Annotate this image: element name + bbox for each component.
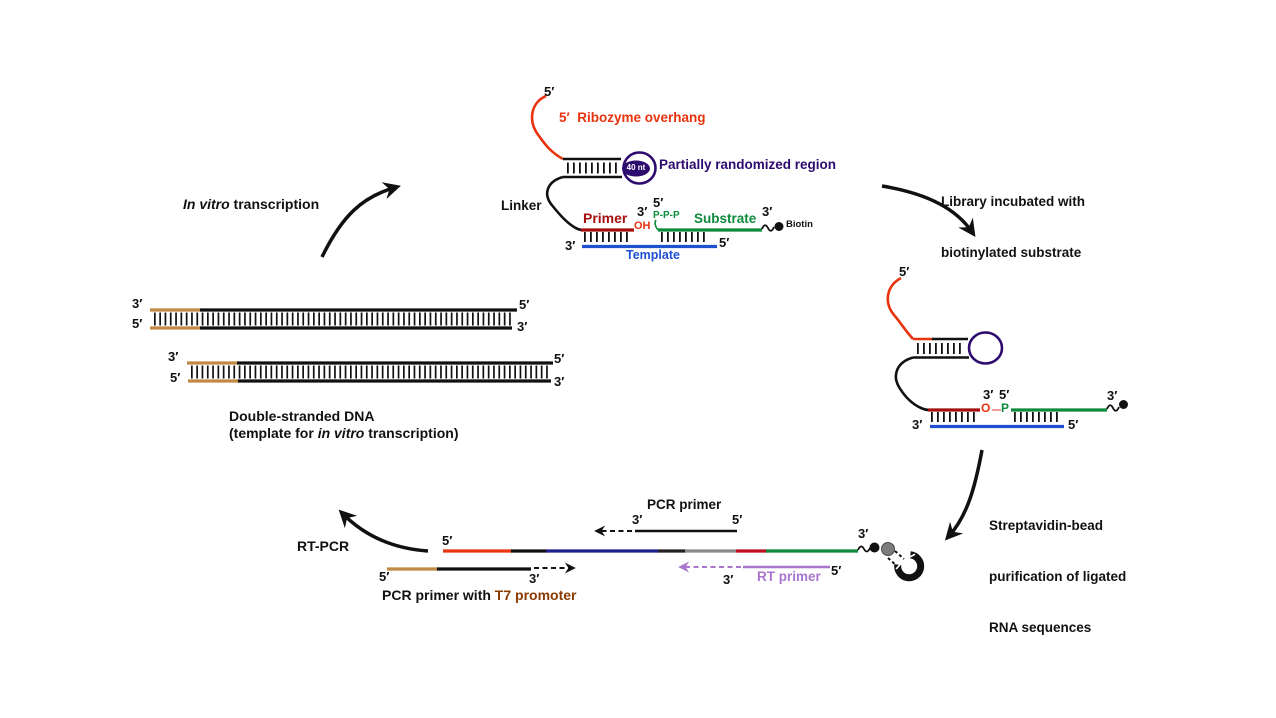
streptavidin-step-label: Streptavidin-bead purification of ligate… bbox=[989, 483, 1126, 670]
template-5prime-label: 5′ bbox=[719, 235, 730, 250]
lg-linker-curve bbox=[894, 356, 930, 412]
caption2-post: transcription) bbox=[364, 425, 459, 441]
rtpcr-arrow bbox=[338, 509, 429, 553]
bottom-art bbox=[387, 525, 925, 582]
pcr-5prime-label: 5′ bbox=[732, 512, 743, 527]
library-arrow bbox=[881, 184, 976, 238]
template-3prime-label: 3′ bbox=[565, 238, 576, 253]
loop-size-badge bbox=[622, 160, 650, 177]
transcription-italic: In vitro bbox=[183, 196, 230, 212]
d1-top-right-label: 5′ bbox=[519, 297, 530, 312]
d1-bottom-right-label: 3′ bbox=[517, 319, 528, 334]
top-5prime-label: 5′ bbox=[544, 84, 555, 99]
lg-template-3prime-label: 3′ bbox=[912, 417, 923, 432]
d2-top-right-label: 5′ bbox=[554, 351, 565, 366]
library-line2: biotinylated substrate bbox=[941, 245, 1082, 260]
d1-bottom-left-label: 5′ bbox=[132, 316, 143, 331]
lg-template-5prime-label: 5′ bbox=[1068, 417, 1079, 432]
transcription-step-label: In vitro transcription bbox=[183, 196, 320, 212]
strep-line1: Streptavidin-bead bbox=[989, 518, 1104, 533]
lg-biotin-dot bbox=[1119, 400, 1128, 409]
t7-caption-pre: PCR primer with bbox=[382, 587, 495, 603]
ribozyme-overhang-label: 5′ Ribozyme overhang bbox=[559, 110, 706, 125]
ribozyme-overhang-curve bbox=[530, 94, 564, 161]
caption2-italic: in vitro bbox=[317, 425, 365, 441]
rt-5prime-label: 5′ bbox=[831, 563, 842, 578]
biotin-label: Biotin bbox=[786, 219, 813, 230]
biotin-dot bbox=[774, 222, 784, 231]
ppp-label: P-P-P bbox=[653, 210, 680, 221]
rna-biotin-dot bbox=[869, 542, 880, 553]
ppp-elbow bbox=[654, 219, 659, 231]
lg-5prime-label: 5′ bbox=[899, 264, 910, 279]
primer-3prime-label: 3′ bbox=[637, 204, 648, 219]
strep-line3: RNA sequences bbox=[989, 620, 1092, 635]
rt-primer-label: RT primer bbox=[757, 569, 821, 584]
substrate-3prime-label: 3′ bbox=[762, 204, 773, 219]
library-line1: Library incubated with bbox=[941, 194, 1086, 209]
top-construct-art bbox=[530, 94, 784, 249]
loop-size-label: 40 nt bbox=[626, 163, 646, 172]
bead-magnet-dash-1 bbox=[894, 550, 905, 560]
d2-bottom-left-label: 5′ bbox=[170, 370, 181, 385]
biotin-squiggle bbox=[761, 224, 775, 232]
oh-label: OH bbox=[634, 220, 651, 232]
d1-top-left-label: 3′ bbox=[132, 296, 143, 311]
magnet-icon bbox=[894, 551, 925, 582]
strep-line2: purification of ligated bbox=[989, 569, 1127, 584]
primer-label: Primer bbox=[583, 210, 628, 226]
t7-5prime-label: 5′ bbox=[379, 569, 390, 584]
lg-junction-5prime-label: 5′ bbox=[999, 387, 1010, 402]
linker-label: Linker bbox=[501, 198, 542, 213]
lg-oxygen-label: O bbox=[981, 401, 991, 415]
lg-randomized-loop bbox=[967, 331, 1004, 365]
lg-biotin-squiggle bbox=[1106, 404, 1120, 412]
pcr-3prime-label: 3′ bbox=[632, 512, 643, 527]
library-step-label: Library incubated with biotinylated subs… bbox=[941, 159, 1085, 295]
caption2-pre: (template for bbox=[229, 425, 318, 441]
lg-junction-3prime-label: 3′ bbox=[983, 387, 994, 402]
lg-end-3prime-label: 3′ bbox=[1107, 388, 1118, 403]
rna-biotin-squiggle bbox=[857, 545, 871, 553]
transcription-arrow bbox=[320, 182, 401, 258]
lg-overhang-curve bbox=[886, 276, 914, 340]
rna-5prime-label: 5′ bbox=[442, 533, 453, 548]
dsdna-duplex-2 bbox=[187, 361, 553, 383]
rna-3prime-label: 3′ bbox=[858, 526, 869, 541]
ligated-construct-art bbox=[886, 276, 1128, 429]
t7-3prime-label: 3′ bbox=[529, 571, 540, 586]
linker-curve bbox=[546, 175, 583, 232]
d2-top-left-label: 3′ bbox=[168, 349, 179, 364]
transcription-rest: transcription bbox=[229, 196, 320, 212]
template-label: Template bbox=[626, 248, 680, 262]
rtpcr-step-label: RT-PCR bbox=[297, 538, 350, 554]
substrate-label: Substrate bbox=[694, 211, 757, 226]
streptavidin-bead bbox=[881, 542, 895, 556]
dsdna-caption-line1: Double-stranded DNA bbox=[229, 408, 375, 424]
streptavidin-arrow bbox=[944, 449, 984, 541]
t7-caption-highlight: T7 promoter bbox=[494, 587, 577, 603]
randomized-region-label: Partially randomized region bbox=[659, 157, 837, 172]
substrate-5prime-label: 5′ bbox=[653, 195, 664, 210]
d2-bottom-right-label: 3′ bbox=[554, 374, 565, 389]
lg-phosphate-label: P bbox=[1001, 401, 1010, 415]
dsdna-duplex-1 bbox=[150, 308, 517, 330]
rt-3prime-label: 3′ bbox=[723, 572, 734, 587]
t7-caption: PCR primer with T7 promoter bbox=[382, 587, 577, 603]
dsdna-caption-line2: (template for in vitro transcription) bbox=[229, 425, 459, 441]
bead-magnet-dash-2 bbox=[887, 557, 898, 567]
pcr-primer-label: PCR primer bbox=[647, 497, 722, 512]
